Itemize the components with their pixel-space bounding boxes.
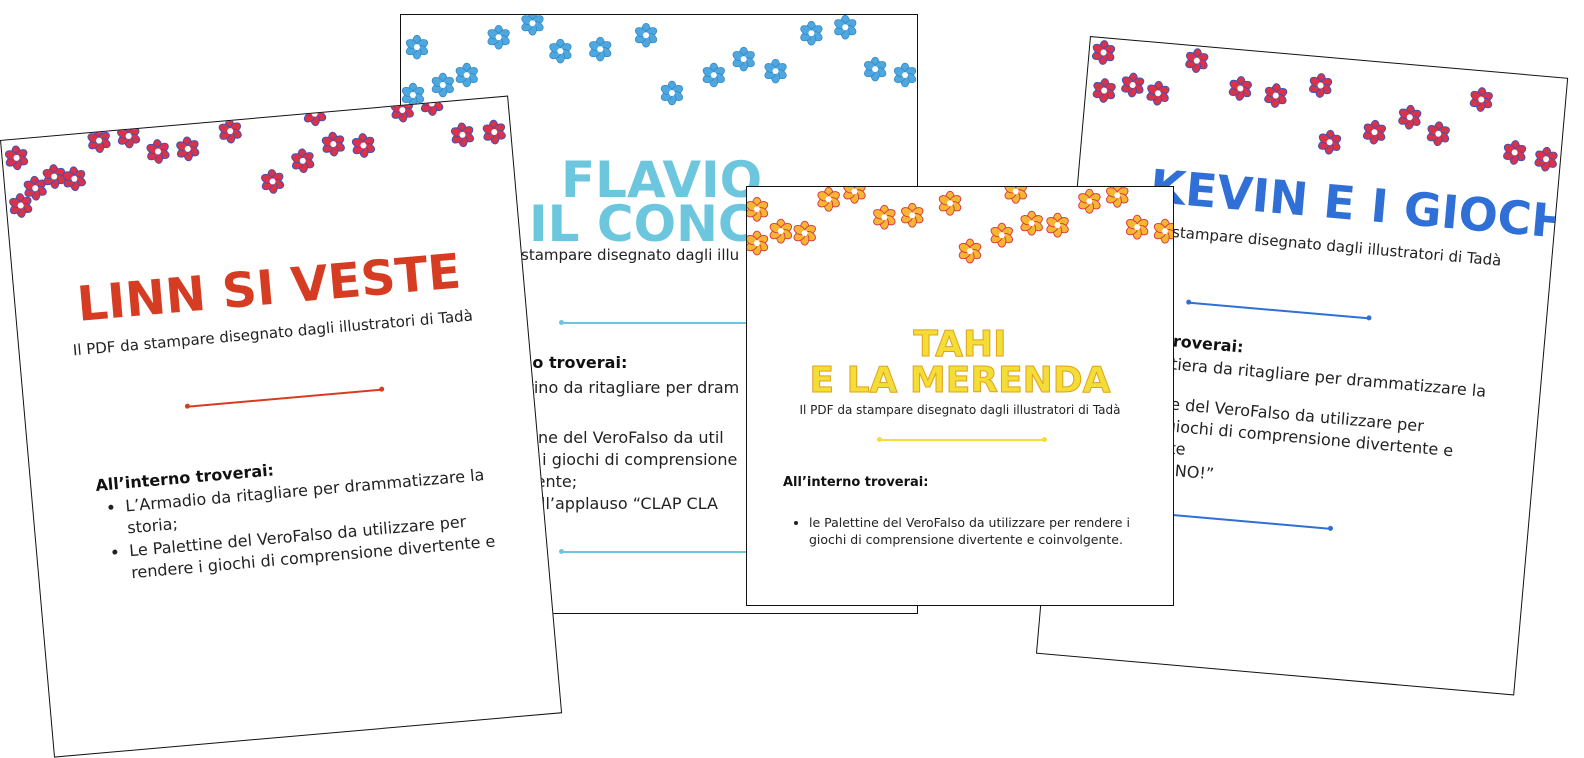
sheet-flavio-line-5: dell’applauso “CLAP CLA: [521, 494, 718, 513]
sheet-tahi-subtitle: Il PDF da stampare disegnato dagli illus…: [799, 403, 1121, 417]
sheet-linn-divider: [186, 388, 383, 408]
list-item: le Palettine del VeroFalso da utilizzare…: [809, 515, 1139, 549]
sheet-tahi-title-line2: E LA MERENDA: [809, 360, 1111, 401]
sheet-tahi-inside-heading: All’interno troverai:: [783, 475, 929, 490]
sheet-linn: LINN SI VESTE Il PDF da stampare disegna…: [0, 95, 563, 758]
sheet-flavio-line-1: trino da ritagliare per dram: [521, 378, 740, 397]
sheet-flavio-line-3: re i giochi di comprensione: [521, 450, 738, 469]
sheet-flavio-title-line1: FLAVIO: [561, 151, 763, 209]
sheet-tahi-title-line1: TAHI: [913, 324, 1007, 365]
sheet-kevin-divider-2: [1149, 512, 1332, 530]
sheet-tahi-divider: [877, 437, 1047, 442]
sheet-flavio-divider: [559, 320, 753, 325]
sheet-flavio-title-line2: IL CONCE: [529, 195, 789, 253]
sheet-flavio-subtitle: stampare disegnato dagli illu: [521, 246, 740, 264]
flower-icon: [747, 187, 1173, 264]
sheet-flavio-inside-heading: no troverai:: [521, 353, 628, 372]
sheet-flavio-divider-2: [559, 549, 753, 554]
sheet-kevin-divider: [1188, 301, 1370, 320]
sheet-tahi: TAHI E LA MERENDA Il PDF da stampare dis…: [746, 186, 1174, 606]
sheet-flavio-line-2: ttine del VeroFalso da util: [521, 428, 724, 447]
sheet-tahi-bullet-list: le Palettine del VeroFalso da utilizzare…: [787, 515, 1139, 551]
